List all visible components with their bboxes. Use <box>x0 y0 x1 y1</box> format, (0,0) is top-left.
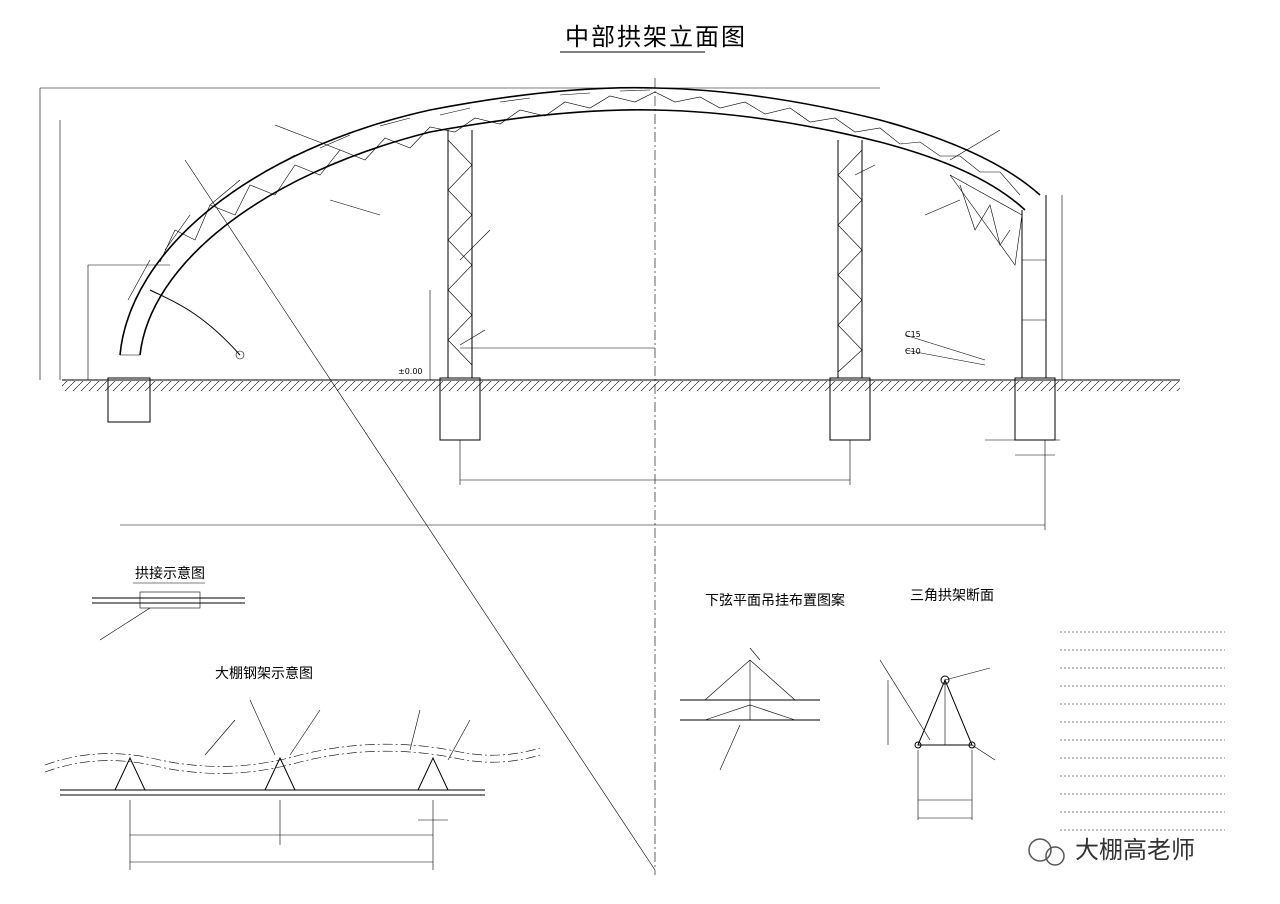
main-title: 中部拱架立面图 <box>565 23 747 51</box>
bar-label-c15: C15 <box>905 330 921 339</box>
joint-detail-title: 拱接示意图 <box>135 565 205 582</box>
truss-section-detail <box>879 659 996 820</box>
inner-column-left <box>447 130 473 378</box>
foundation-left <box>107 377 151 423</box>
ground-level-label: ±0.00 <box>398 367 423 376</box>
section-cut-line <box>184 159 656 871</box>
hanging-detail <box>680 647 820 771</box>
watermark-text: 大棚高老师 <box>1075 836 1195 864</box>
notes-block <box>1060 631 1225 831</box>
hanging-detail-title: 下弦平面吊挂布置图案 <box>705 592 845 609</box>
dimension-lines <box>39 87 1063 530</box>
arch-truss <box>119 86 1041 356</box>
watermark: 大棚高老师 <box>1028 836 1195 866</box>
arch-left-end <box>149 289 245 360</box>
ground-line <box>62 379 1180 391</box>
inner-column-right <box>837 140 863 378</box>
joint-detail <box>92 591 245 641</box>
bar-label-c10: C10 <box>905 347 921 356</box>
callout-leaders <box>274 124 1001 366</box>
side-column-right <box>1021 195 1047 378</box>
knee-brace-right <box>949 174 1023 266</box>
purlin-detail <box>44 699 541 870</box>
truss-section-title: 三角拱架断面 <box>910 588 994 604</box>
purlin-detail-title: 大棚钢架示意图 <box>215 665 313 682</box>
